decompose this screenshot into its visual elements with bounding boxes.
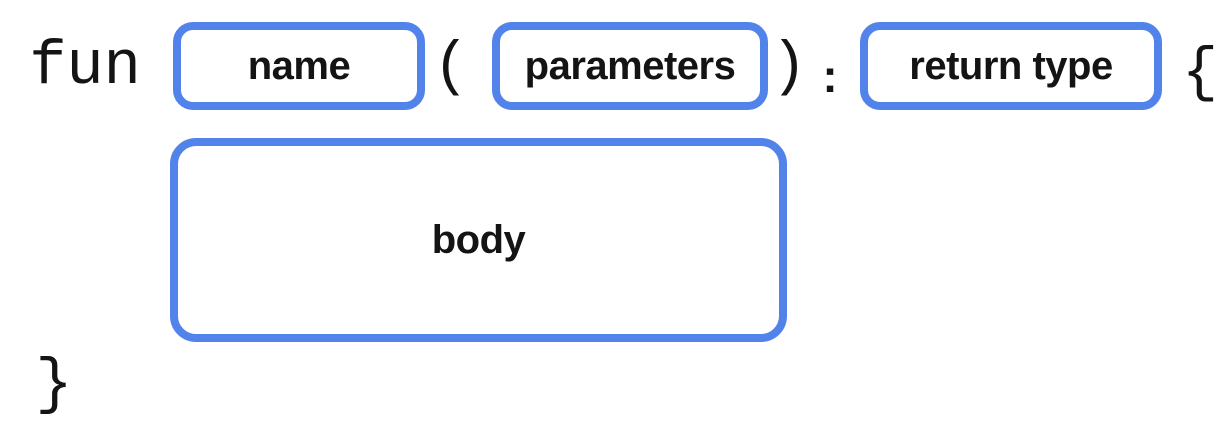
body-slot-label: body: [431, 217, 526, 262]
parameters-slot-box: parameters: [492, 22, 768, 110]
fun-keyword-token: fun: [29, 30, 141, 102]
parameters-slot-label: parameters: [524, 43, 736, 88]
name-slot-label: name: [247, 43, 351, 88]
return-type-slot-label: return type: [909, 43, 1113, 88]
return-type-slot-box: return type: [860, 22, 1162, 110]
colon-token: :: [822, 50, 838, 102]
close-paren-token: ): [771, 34, 808, 102]
open-paren-token: (: [433, 34, 470, 102]
body-slot-box: body: [170, 138, 787, 342]
name-slot-box: name: [173, 22, 425, 110]
close-brace-token: }: [35, 348, 73, 420]
open-brace-token: {: [1181, 40, 1218, 108]
